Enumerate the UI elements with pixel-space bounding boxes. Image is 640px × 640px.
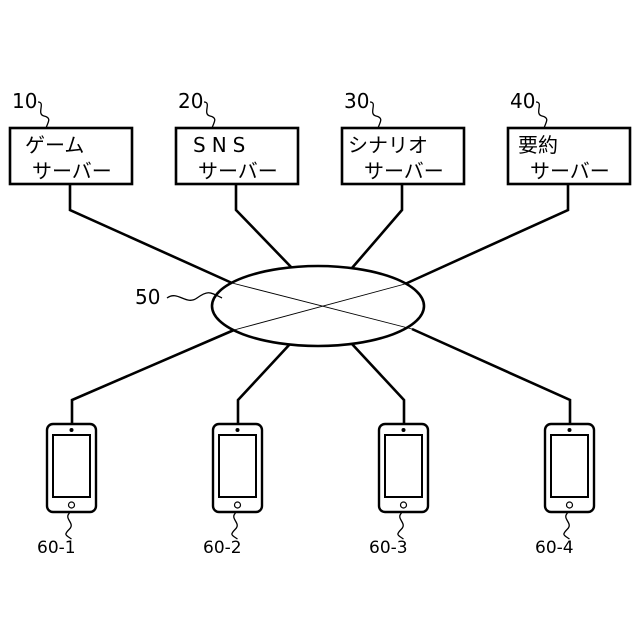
- server-name-line2: サーバー: [32, 159, 112, 183]
- phone-camera: [69, 428, 74, 432]
- server-box: [340, 126, 466, 186]
- server-link-line: [404, 184, 570, 286]
- server-link-line: [234, 184, 293, 269]
- phone-home-button: [565, 501, 574, 509]
- network-cross-line: [233, 283, 406, 331]
- device-label-leader: [65, 512, 72, 540]
- phone-home-button: [67, 501, 76, 509]
- phone-camera: [567, 428, 572, 432]
- server-name-line2: サーバー: [364, 159, 444, 183]
- phone-camera: [235, 428, 240, 432]
- server-ref-label: 20: [178, 89, 203, 113]
- server-box: [506, 126, 632, 186]
- network-ref-label: 50: [135, 285, 160, 309]
- phone-home-button: [233, 501, 242, 509]
- phone-screen: [218, 434, 257, 498]
- network-ellipse: [210, 264, 426, 348]
- phone-home-button: [399, 501, 408, 509]
- server-ref-label: 40: [510, 89, 535, 113]
- phone-body: [377, 422, 430, 514]
- server-box: [8, 126, 134, 186]
- server-name-line1: SNS: [193, 133, 251, 157]
- phone-screen: [52, 434, 91, 498]
- device-label: 60-2: [203, 538, 242, 558]
- server-ref-leader: [37, 101, 50, 129]
- smartphone-icon: [543, 422, 596, 514]
- server-name-line2: サーバー: [530, 159, 610, 183]
- server-name-line2: サーバー: [198, 159, 278, 183]
- device-label: 60-4: [535, 538, 574, 558]
- network-node: [210, 264, 426, 348]
- phone-body: [45, 422, 98, 514]
- server-name-line1: 要約: [518, 133, 558, 157]
- phone-body: [543, 422, 596, 514]
- server-ref-leader: [203, 101, 216, 129]
- server-link-line: [351, 184, 404, 269]
- device-label-leader: [231, 512, 238, 540]
- device-label-leader: [563, 512, 570, 540]
- server-box: [174, 126, 300, 186]
- device-link-line: [70, 328, 235, 424]
- smartphone-icon: [45, 422, 98, 514]
- device-link-line: [411, 327, 572, 424]
- smartphone-icon: [211, 422, 264, 514]
- phone-screen: [550, 434, 589, 498]
- server-ref-label: 30: [344, 89, 369, 113]
- server-ref-leader: [369, 101, 382, 129]
- server-name-line1: ゲーム: [25, 133, 84, 157]
- device-label: 60-1: [37, 538, 76, 558]
- phone-camera: [401, 428, 406, 432]
- device-link-line: [236, 343, 291, 424]
- server-ref-leader: [535, 101, 548, 129]
- phone-screen: [384, 434, 423, 498]
- network-ref-leader: [166, 292, 223, 301]
- device-label-leader: [397, 512, 404, 540]
- device-link-line: [351, 343, 406, 424]
- device-label: 60-3: [369, 538, 408, 558]
- server-ref-label: 10: [12, 89, 37, 113]
- server-link-line: [68, 184, 233, 285]
- smartphone-icon: [377, 422, 430, 514]
- phone-body: [211, 422, 264, 514]
- server-name-line1: シナリオ: [348, 133, 428, 157]
